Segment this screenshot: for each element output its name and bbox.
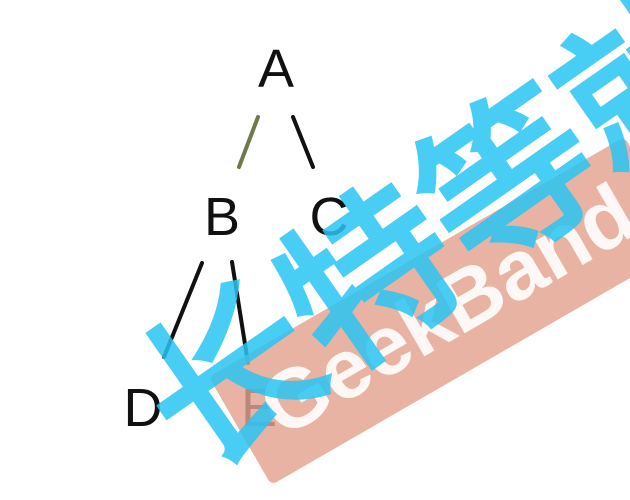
node-c: C (310, 187, 349, 247)
node-a: A (258, 39, 294, 99)
node-d: D (124, 378, 163, 438)
node-b: B (204, 187, 240, 247)
watermark-stamp-background (211, 139, 630, 483)
edge-a-c (291, 115, 315, 169)
tree-edges (162, 115, 315, 365)
edge-b-e (230, 260, 250, 365)
edge-a-b (237, 115, 260, 169)
edge-b-d (162, 261, 204, 359)
